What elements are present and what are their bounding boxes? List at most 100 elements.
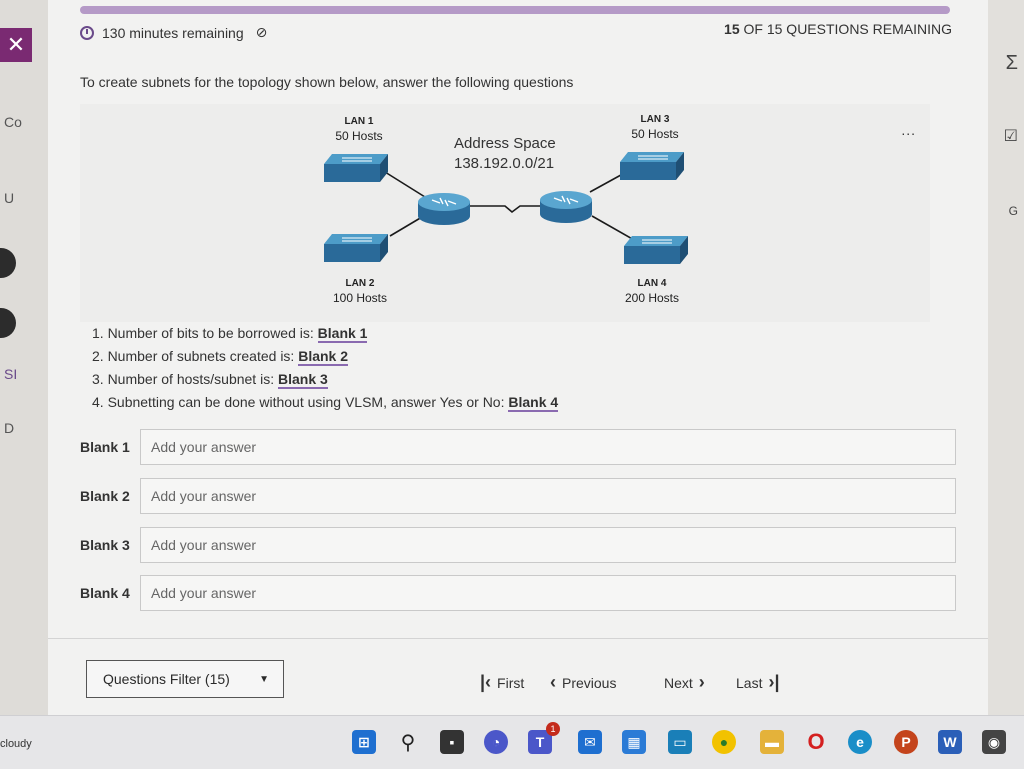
switch-lan2-icon xyxy=(324,234,388,262)
hide-timer-icon[interactable]: ⊘ xyxy=(255,24,268,40)
questions-filter-label: Questions Filter (15) xyxy=(103,671,230,687)
monitor-icon[interactable]: ▭ xyxy=(668,730,692,754)
link-router2-lan4 xyxy=(591,215,637,242)
lan-hosts: 100 Hosts xyxy=(332,291,388,305)
opera-icon[interactable]: O xyxy=(807,729,825,754)
camera-icon[interactable]: ◉ xyxy=(982,730,1006,754)
timer: 130 minutes remaining ⊘ xyxy=(80,24,267,41)
windows-start-icon[interactable]: ⊞ xyxy=(352,730,376,754)
answer-input-blank-4[interactable] xyxy=(140,575,956,611)
right-background-app: Σ ☑ G xyxy=(988,0,1024,715)
question-line: 3. Number of hosts/subnet is: Blank 3 xyxy=(92,368,558,391)
footer-divider xyxy=(48,638,988,639)
answer-label: Blank 4 xyxy=(80,585,130,601)
timer-text: 130 minutes remaining xyxy=(102,24,244,41)
answer-row-blank-3: Blank 3 xyxy=(80,526,956,564)
question-text: 2. Number of subnets created is: xyxy=(92,348,299,364)
link-lan1-router1 xyxy=(384,171,426,198)
question-text: 4. Subnetting can be done without using … xyxy=(92,394,509,410)
link-lan2-router1 xyxy=(389,216,423,237)
answer-label: Blank 2 xyxy=(80,488,130,504)
left-peek-text: D xyxy=(4,420,15,436)
answer-input-blank-2[interactable] xyxy=(140,478,956,514)
lan-name: LAN 4 xyxy=(637,278,667,289)
lan-hosts: 50 Hosts xyxy=(335,129,383,143)
question-text: 1. Number of bits to be borrowed is: xyxy=(92,325,318,341)
switch-lan3-icon xyxy=(620,152,684,180)
question-line: 2. Number of subnets created is: Blank 2 xyxy=(92,345,558,368)
answer-label: Blank 3 xyxy=(80,537,130,553)
router-2-icon xyxy=(540,191,592,223)
switch-lan4-icon xyxy=(624,236,688,264)
lan2-label: LAN 2 100 Hosts xyxy=(320,276,400,306)
lan-name: LAN 3 xyxy=(640,114,670,125)
caret-down-icon: ▼ xyxy=(259,673,269,685)
check-box-icon: ☑ xyxy=(1003,128,1018,145)
taskbar: cloudy ⊞ ⚲ ▪ ◔ T 1 ✉ ▦ ▭ ● ▬ O e P W ◉ xyxy=(0,715,1024,769)
lan1-label: LAN 1 50 Hosts xyxy=(324,114,394,144)
notification-badge: 1 xyxy=(546,722,560,736)
chrome-icon[interactable]: ● xyxy=(712,730,736,754)
lan4-label: LAN 4 200 Hosts xyxy=(612,276,692,306)
lan-hosts: 50 Hosts xyxy=(631,127,679,141)
answer-input-blank-1[interactable] xyxy=(140,429,956,465)
last-label: Last xyxy=(736,674,763,691)
answer-label: Blank 1 xyxy=(80,439,130,455)
question-counter-number: 15 xyxy=(724,21,740,37)
chevron-right-icon: › xyxy=(698,672,705,692)
close-button[interactable]: ✕ xyxy=(0,28,32,62)
progress-bar xyxy=(80,6,950,14)
answer-row-blank-2: Blank 2 xyxy=(80,477,956,515)
store-icon[interactable]: ▦ xyxy=(622,730,646,754)
answer-row-blank-4: Blank 4 xyxy=(80,574,956,612)
weather-widget[interactable]: cloudy xyxy=(0,738,32,750)
topology-graphic xyxy=(324,152,688,264)
blank-reference: Blank 1 xyxy=(317,325,368,343)
first-label: First xyxy=(497,674,525,691)
questions-filter-dropdown[interactable]: Questions Filter (15) ▼ xyxy=(86,660,284,698)
previous-button[interactable]: ‹ Previous xyxy=(550,672,616,693)
blank-reference: Blank 2 xyxy=(298,348,349,366)
lan-name: LAN 1 xyxy=(344,116,374,127)
word-icon[interactable]: W xyxy=(938,730,962,754)
question-counter-suffix: OF 15 QUESTIONS REMAINING xyxy=(743,21,952,37)
answer-row-blank-1: Blank 1 xyxy=(80,428,956,466)
left-background-app: ✕ Co U SI D xyxy=(0,0,48,715)
blank-reference: Blank 4 xyxy=(508,394,559,412)
router-1-icon xyxy=(418,193,470,225)
left-peek-circle xyxy=(0,248,16,278)
address-space: Address Space 138.192.0.0/21 xyxy=(454,134,556,174)
switch-lan1-icon xyxy=(324,154,388,182)
powerpoint-icon[interactable]: P xyxy=(894,730,918,754)
first-button[interactable]: |‹ First xyxy=(480,672,524,693)
left-peek-text: SI xyxy=(4,366,18,382)
left-peek-circle xyxy=(0,308,16,338)
question-prompt: To create subnets for the topology shown… xyxy=(80,74,574,90)
left-peek-text: U xyxy=(4,190,15,206)
question-line: 4. Subnetting can be done without using … xyxy=(92,391,559,414)
address-space-value: 138.192.0.0/21 xyxy=(454,155,555,172)
answer-input-blank-3[interactable] xyxy=(140,527,956,563)
mail-icon[interactable]: ✉ xyxy=(578,730,602,754)
task-view-icon[interactable]: ▪ xyxy=(440,730,464,754)
chat-icon[interactable]: ◔ xyxy=(484,730,508,754)
last-page-icon: ›| xyxy=(768,672,780,692)
blank-reference: Blank 3 xyxy=(277,371,328,389)
previous-label: Previous xyxy=(562,674,617,691)
edge-icon[interactable]: e xyxy=(848,730,872,754)
question-line: 1. Number of bits to be borrowed is: Bla… xyxy=(92,322,558,345)
right-peek-text: G xyxy=(1008,204,1018,218)
search-icon[interactable]: ⚲ xyxy=(400,731,416,754)
last-button[interactable]: Last ›| xyxy=(736,672,780,693)
quiz-panel: 130 minutes remaining ⊘ 15 OF 15 QUESTIO… xyxy=(48,0,988,715)
close-icon: ✕ xyxy=(6,32,26,57)
chevron-left-icon: ‹ xyxy=(550,672,556,692)
more-options-button[interactable]: ... xyxy=(901,122,916,138)
serial-link xyxy=(470,205,540,214)
timer-icon xyxy=(80,25,94,40)
sigma-icon: Σ xyxy=(1005,52,1018,74)
next-button[interactable]: Next › xyxy=(664,672,705,693)
topology-diagram: LAN 1 50 Hosts LAN 2 100 Hosts LAN 3 50 … xyxy=(80,104,930,322)
lan-hosts: 200 Hosts xyxy=(624,291,680,305)
file-explorer-icon[interactable]: ▬ xyxy=(760,730,784,754)
